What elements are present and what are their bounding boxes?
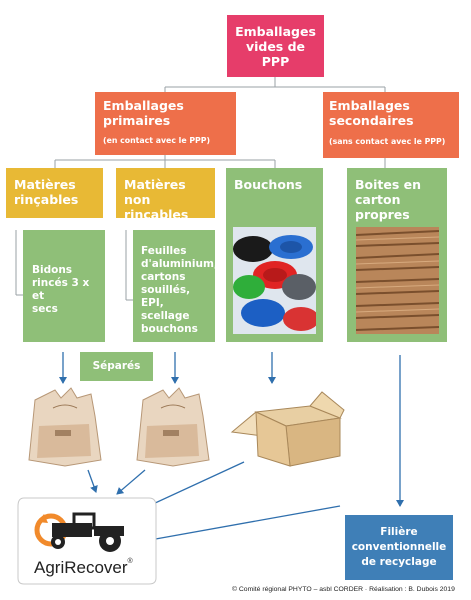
feuilles-line-4: souillés, [141, 284, 191, 296]
bouchons-photo [233, 227, 316, 334]
feuilles-line-6: bouchons [141, 323, 198, 335]
secondaires-title-1: Emballages [329, 98, 410, 113]
feuilles-line-2: d'aluminium, [141, 258, 218, 270]
credit-text: © Comité régional PHYTO – asbl CORDER · … [232, 586, 455, 593]
bouchons-label: Bouchons [234, 177, 303, 192]
bidons-line-3: secs [32, 303, 58, 315]
primaires-sub: (en contact avec le PPP) [103, 136, 211, 145]
carton-photo [356, 227, 439, 334]
logo-agri: Agri [34, 558, 65, 577]
top-node: Emballages vides de PPP [227, 15, 324, 77]
filiere-line-1: Filière [380, 526, 418, 538]
agrirecover-logo: AgriRecover® [14, 492, 159, 586]
non-rincables-node: Matières non rinçables [116, 168, 215, 222]
filiere-node: Filière conventionnelle de recyclage [345, 515, 453, 580]
bidons-line-1: Bidons [32, 264, 73, 276]
boites-line-1: Boites en [355, 177, 422, 192]
non-rincables-line-2: non rinçables [124, 192, 189, 222]
bidons-line-2: rincés 3 x et [32, 277, 90, 302]
cardboard-box [228, 390, 346, 468]
filiere-line-3: de recyclage [361, 556, 437, 568]
separes-label: Séparés [80, 352, 153, 381]
primaires-title-1: Emballages [103, 98, 184, 113]
bidons-node: Bidons rincés 3 x et secs [23, 230, 105, 342]
primaires-title-2: primaires [103, 113, 171, 128]
boites-line-2: carton propres [355, 192, 410, 222]
bag-non-rincables [133, 386, 211, 468]
secondaires-title-2: secondaires [329, 113, 414, 128]
feuilles-line-3: cartons [141, 271, 186, 283]
feuilles-line-1: Feuilles [141, 245, 187, 257]
feuilles-line-5: EPI, scellage [141, 297, 190, 322]
rincables-line-2: rinçables [14, 192, 79, 207]
top-line-2: vides de [245, 38, 306, 54]
bag-rincables [25, 386, 103, 468]
logo-recover: Recover [64, 558, 128, 577]
rincables-node: Matières rinçables [6, 168, 103, 218]
top-line-1: Emballages [235, 23, 316, 39]
filiere-line-2: conventionnelle [351, 541, 447, 553]
top-line-3: PPP [261, 53, 290, 69]
feuilles-node: Feuilles d'aluminium, cartons souillés, … [133, 230, 218, 342]
primaires-node: Emballages primaires (en contact avec le… [95, 92, 236, 155]
rincables-line-1: Matières [14, 177, 76, 192]
logo-registered: ® [127, 558, 133, 565]
secondaires-sub: (sans contact avec le PPP) [329, 137, 446, 146]
secondaires-node: Emballages secondaires (sans contact ave… [323, 92, 459, 158]
non-rincables-line-1: Matières [124, 177, 186, 192]
